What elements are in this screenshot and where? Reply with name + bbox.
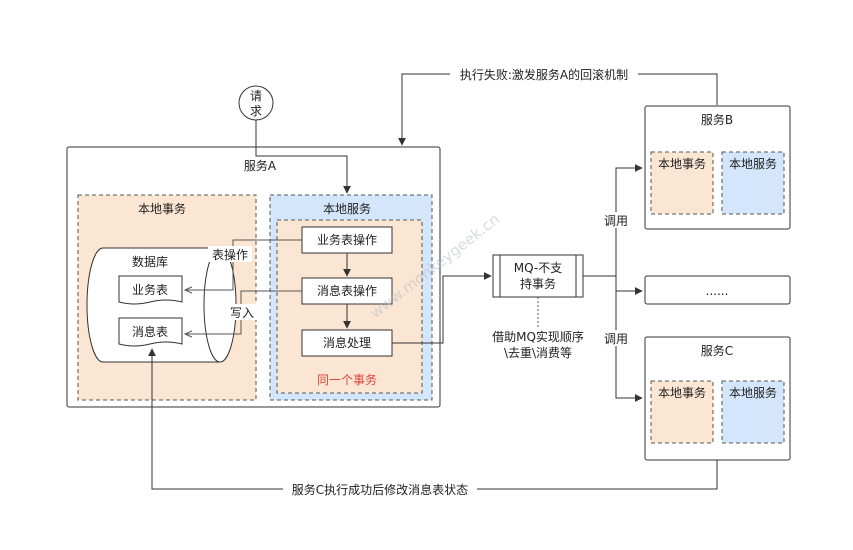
service-b-local-tx-box [650,151,714,215]
msg-table-shape [118,317,183,347]
biz-table-label: 业务表 [132,282,168,297]
service-c-local-tx-box [650,380,714,444]
table-op-label: 表操作 [212,247,248,262]
same-tx-label: 同一个事务 [317,372,377,387]
rollback-label: 执行失败:激发服务A的回滚机制 [460,67,628,82]
service-c-title: 服务C [701,343,733,358]
msg-op-label: 消息表操作 [317,283,377,298]
request-line1: 请 [250,89,262,103]
table-op-connector [185,239,302,290]
service-c-local-service-label: 本地服务 [729,385,777,400]
mq-line2: 持事务 [520,276,556,291]
arrow-mq-to-service-b [615,164,643,276]
service-middle-box [644,275,791,305]
msg-table-label: 消息表 [132,324,168,339]
local-service-title: 本地服务 [323,201,371,216]
service-c-local-service-box [721,380,785,444]
request-line2: 求 [250,104,262,118]
database-title: 数据库 [132,254,168,269]
service-b-title: 服务B [701,112,733,127]
status-label: 服务C执行成功后修改消息表状态 [292,482,468,497]
arrow-process-to-mq [392,272,492,344]
mq-note-line1: 借助MQ实现顺序 [492,329,584,344]
biz-op-box [301,226,393,254]
service-b-local-tx-label: 本地事务 [658,156,706,171]
arrow-mq-to-service-c [615,276,643,402]
mq-box [492,254,584,298]
msg-process-box [301,329,393,357]
service-b-local-service-label: 本地服务 [729,156,777,171]
msg-op-box [301,277,393,305]
call-label-top: 调用 [604,214,628,228]
service-middle-label: ...... [706,284,729,298]
mq-line1: MQ-不支 [514,261,562,275]
local-tx-title: 本地事务 [138,201,186,216]
call-label-bottom: 调用 [604,332,628,346]
biz-op-label: 业务表操作 [317,232,377,247]
msg-process-label: 消息处理 [323,335,371,350]
write-label: 写入 [230,306,254,320]
biz-table-shape [118,275,183,305]
service-b-local-service-box [721,151,785,215]
mq-note-line2: \去重\消费等 [504,346,572,360]
service-a-title: 服务A [244,158,277,173]
arrow-request-to-service [255,120,351,194]
service-c-local-tx-label: 本地事务 [658,385,706,400]
